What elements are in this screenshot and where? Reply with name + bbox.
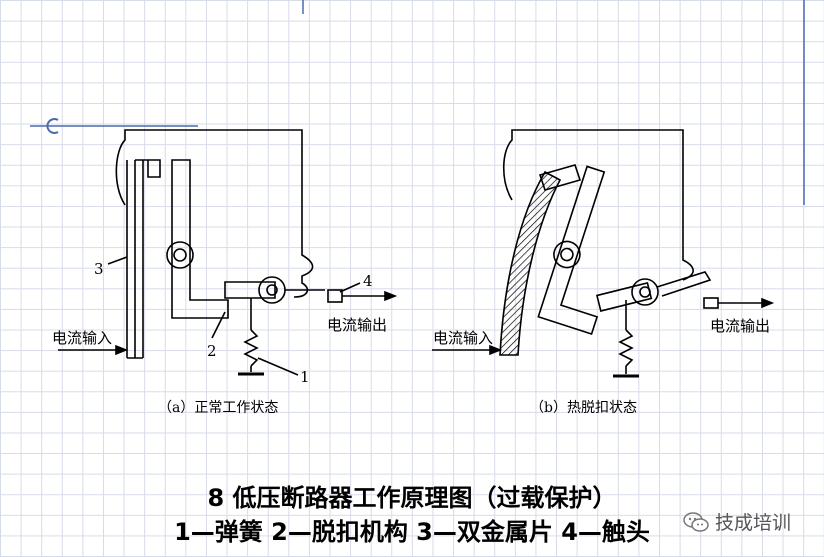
spring-a: [238, 298, 264, 376]
label-2: 2: [207, 342, 217, 360]
diagram-a: [58, 129, 398, 376]
contact-arm-a: [224, 281, 276, 299]
figure-legend: 1—弹簧 2—脱扣机构 3—双金属片 4—触头: [174, 518, 650, 546]
fixed-contact-a: [327, 289, 343, 303]
subcaption-a: （a）正常工作状态: [158, 400, 278, 416]
bimetal-strip-b: [499, 170, 562, 356]
spring-b: [613, 300, 639, 378]
label-3: 3: [94, 260, 104, 278]
contact-arm-b: [595, 281, 653, 312]
housing-a: [115, 129, 314, 298]
label-1: 1: [300, 368, 310, 386]
input-label-b: 电流输入: [433, 329, 493, 347]
slide-decoration: [30, 0, 805, 205]
fixed-contact-b: [703, 297, 719, 309]
output-label-b: 电流输出: [710, 317, 770, 335]
diagram-b: [432, 129, 775, 378]
wechat-icon: [683, 511, 709, 532]
watermark: 技成培训: [683, 508, 791, 535]
release-mechanism-b: [537, 165, 606, 336]
housing-b: [502, 129, 694, 281]
label-4: 4: [363, 272, 373, 290]
release-mechanism-a: [171, 159, 229, 319]
subcaption-b: （b）热脱扣状态: [530, 400, 637, 416]
pivot-a: [166, 241, 194, 269]
output-label-a: 电流输出: [327, 316, 387, 334]
figure-title: 8 低压断路器工作原理图（过载保护）: [207, 484, 617, 512]
input-label-a: 电流输入: [52, 329, 112, 347]
contact-roller-a: [258, 276, 286, 304]
watermark-text: 技成培训: [715, 512, 792, 534]
bimetal-strip-a: [126, 160, 144, 359]
